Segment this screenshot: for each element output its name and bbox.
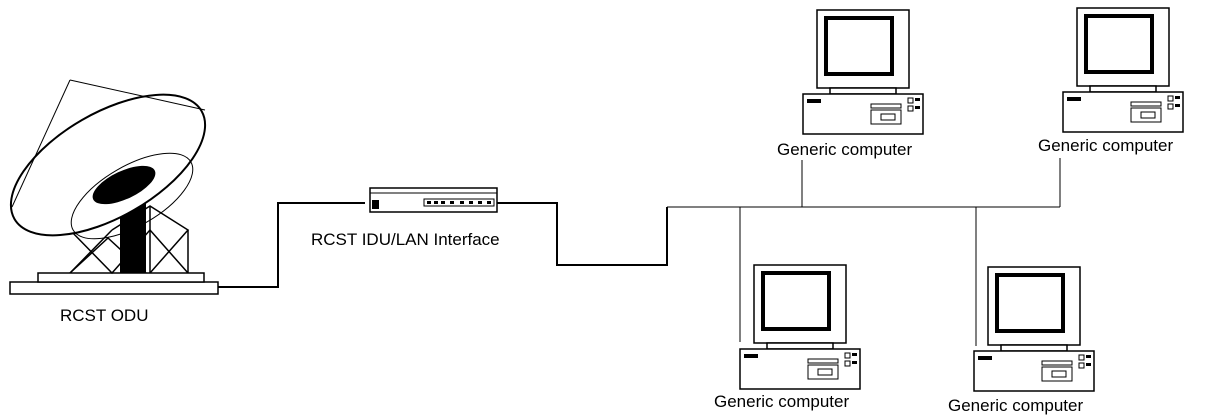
network-cables [218,202,668,288]
computer-label-1: Generic computer [777,140,913,159]
satellite-dish-icon [9,79,219,295]
desktop-computer-icon-3 [738,263,862,391]
network-hub-icon [369,187,498,213]
computer-label-4: Generic computer [948,396,1084,415]
desktop-computer-icon-1 [801,8,925,136]
odu-label: RCST ODU [60,306,149,325]
lan-bus [667,158,1061,346]
computer-label-3: Generic computer [714,392,850,411]
cable-idu-to-lan [497,202,668,266]
cable-odu-to-idu [218,202,365,288]
desktop-computer-icon-4 [972,265,1096,393]
idu-label: RCST IDU/LAN Interface [311,230,500,249]
computer-label-2: Generic computer [1038,136,1174,155]
desktop-computer-icon-2 [1061,6,1185,134]
